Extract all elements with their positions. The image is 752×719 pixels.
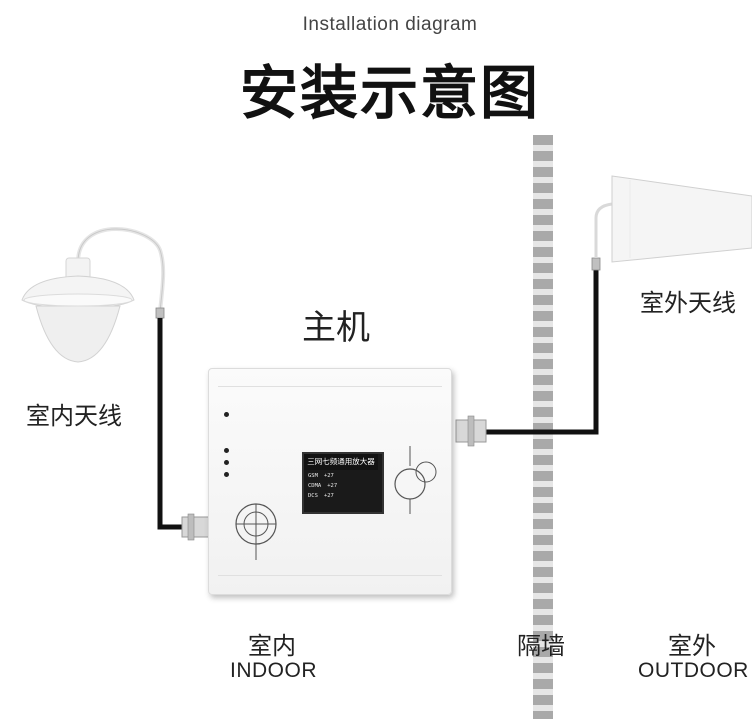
lcd-band: DCS [308, 493, 318, 499]
status-led [224, 460, 229, 465]
outdoor-cable [486, 268, 599, 435]
ornament-icon [394, 446, 437, 514]
lcd-value: +27 [323, 473, 334, 479]
diagram-title: 安装示意图 [239, 59, 540, 127]
indoor-cable [157, 318, 182, 530]
lcd-title: 三网七频通用放大器 [304, 454, 378, 470]
indoor-label-en: INDOOR [230, 659, 317, 682]
lcd-value: +27 [323, 493, 334, 499]
ornament-icon [235, 503, 277, 560]
status-led [224, 472, 229, 477]
lcd-band: CDMA [308, 483, 322, 489]
outdoor-antenna [611, 175, 752, 263]
lcd-row: DCS +27 [308, 492, 376, 501]
lcd-row: GSM +27 [308, 472, 376, 481]
lcd-value: +27 [327, 483, 338, 489]
status-led [224, 412, 229, 417]
indoor-label-cn: 室内 [248, 632, 296, 660]
lcd-band: GSM [308, 473, 318, 479]
lcd-row: CDMA +27 [308, 482, 376, 491]
outdoor-label-en: OUTDOOR [638, 659, 749, 682]
outdoor-label-cn: 室外 [668, 632, 716, 660]
outdoor-antenna-label: 室外天线 [640, 289, 736, 317]
device-bottom-flange [218, 575, 442, 590]
status-led [224, 448, 229, 453]
wall [533, 135, 553, 719]
diagram-subtitle: Installation diagram [302, 14, 478, 35]
indoor-antenna [21, 257, 135, 363]
main-unit-label: 主机 [302, 308, 370, 348]
wall-label: 隔墙 [517, 632, 565, 660]
indoor-antenna-label: 室内天线 [26, 402, 122, 430]
device-top-flange [218, 372, 442, 387]
